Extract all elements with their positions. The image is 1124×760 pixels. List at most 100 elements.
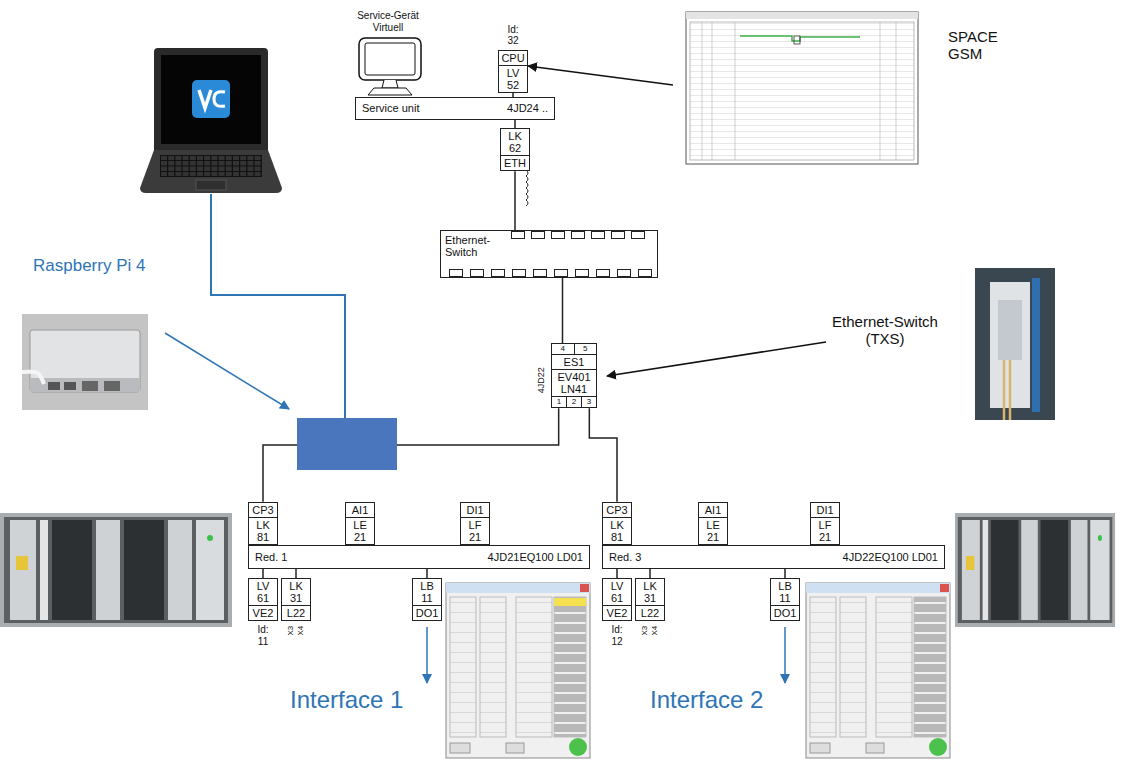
status-lamp — [929, 738, 947, 756]
status-lamp — [569, 738, 587, 756]
rail — [1032, 278, 1040, 412]
rack-frame — [955, 513, 1115, 627]
connector — [562, 278, 564, 343]
box-text: 4JD22EQ100 LD01 — [843, 551, 938, 563]
connector — [589, 408, 617, 501]
switch-port — [575, 269, 589, 277]
connector — [649, 569, 651, 578]
box-text: Red. 3 — [609, 551, 641, 563]
box-text: LB 11 — [771, 579, 799, 606]
grid — [690, 22, 914, 160]
close-button — [580, 584, 589, 592]
connector-name: X3 — [286, 625, 295, 635]
value-column — [450, 597, 476, 737]
box-text: AI1 — [346, 503, 374, 518]
button — [810, 743, 830, 753]
port-number: 5 — [574, 344, 597, 354]
connector — [426, 569, 428, 578]
cables — [1004, 360, 1010, 420]
interface-screenshot — [806, 583, 950, 758]
switch-port — [533, 269, 547, 277]
laptop-illustration — [140, 48, 282, 193]
switch-port — [449, 269, 463, 277]
station-id: Id: 11 — [258, 624, 269, 647]
port-number: 3 — [581, 397, 596, 407]
box-text: VE2 — [249, 606, 277, 620]
window — [446, 583, 590, 758]
switch-port — [511, 231, 525, 239]
switch-port — [571, 231, 585, 239]
rack-inside — [4, 517, 228, 623]
title-bar — [446, 583, 590, 593]
box-text: CP3 — [249, 503, 277, 518]
led — [207, 535, 213, 541]
screenshot-caption: SPACE GSM — [948, 28, 1018, 63]
port — [64, 382, 76, 390]
interface-screenshot — [446, 583, 590, 758]
slot — [52, 520, 92, 620]
box-text: LE 21 — [699, 518, 727, 544]
interface-caption: Interface 1 — [290, 686, 403, 714]
touchpad — [196, 180, 226, 190]
port — [104, 381, 120, 391]
box-text: LK 81 — [249, 518, 277, 544]
switch-photo — [975, 268, 1055, 420]
communication-module: CP3LK 81 — [248, 502, 278, 545]
monitor-screen — [365, 43, 415, 75]
photo-ground — [975, 268, 1055, 420]
channel-column — [876, 597, 912, 737]
processing-module: LV 61VE2 — [248, 578, 278, 621]
box-text: DI1 — [811, 503, 839, 518]
connector — [295, 569, 297, 578]
interface-caption: Interface 2 — [650, 686, 763, 714]
box-text: EV401 LN41 — [552, 370, 596, 396]
monitor-neck — [382, 80, 398, 88]
processing-module: LV 61VE2 — [602, 578, 632, 621]
vnc-logo-mark — [214, 92, 225, 107]
module — [962, 520, 980, 620]
pointer-arrow — [528, 66, 673, 85]
switch-port — [596, 269, 610, 277]
box-text: LV 61 — [603, 579, 631, 606]
box-text: DO1 — [771, 606, 799, 620]
led — [1098, 535, 1102, 541]
pointer-arrow — [165, 333, 289, 409]
box-text: LF 21 — [811, 518, 839, 544]
link-module: LK 31L22 — [281, 578, 311, 621]
service-unit-bus: Service unit4JD24 .. — [355, 97, 555, 120]
station-id: Id: 32 — [508, 24, 519, 47]
box-text: LK 31 — [636, 579, 664, 606]
box-text: DI1 — [461, 503, 489, 518]
switch-port — [617, 269, 631, 277]
rack-photo — [955, 513, 1115, 627]
port-row: 123 — [552, 396, 596, 407]
state-column — [554, 597, 586, 737]
switch-port — [491, 269, 505, 277]
box-text: AI1 — [699, 503, 727, 518]
box-text: LK 81 — [603, 518, 631, 544]
connector-name: X4 — [296, 625, 305, 635]
monitor-frame — [359, 38, 421, 80]
box-text: 4JD21EQ100 LD01 — [488, 551, 583, 563]
rack-frame — [0, 513, 232, 627]
laptop-screen — [161, 55, 261, 144]
station-id: Id: 12 — [612, 624, 623, 647]
box-text: LK 31 — [282, 579, 310, 606]
module — [10, 520, 36, 620]
box-text: LB 11 — [413, 579, 441, 606]
box-text: LV 52 — [499, 66, 527, 92]
switch-port — [531, 231, 545, 239]
module — [1021, 520, 1038, 620]
vnc-logo-mark — [199, 90, 211, 108]
slot — [991, 520, 1019, 620]
output-arrow — [784, 627, 786, 683]
port-number: 1 — [552, 397, 566, 407]
box-text: CP3 — [603, 503, 631, 518]
box-text: L22 — [282, 606, 310, 620]
connector — [16, 556, 28, 570]
connector — [966, 556, 974, 570]
box-text: LK 62 — [501, 129, 529, 156]
close-button — [940, 584, 949, 592]
vnc-logo — [192, 80, 230, 118]
